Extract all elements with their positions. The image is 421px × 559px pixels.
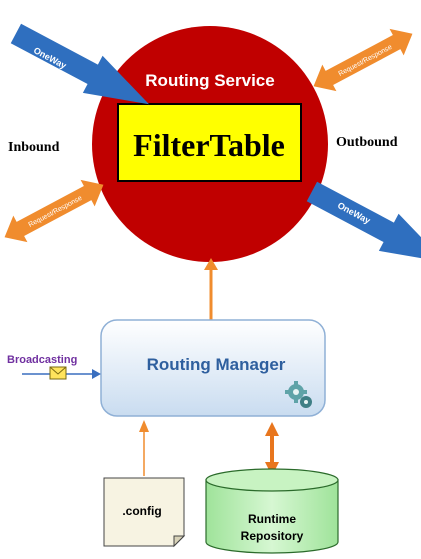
manager-repository-arrow [265,422,279,476]
request-response-inbound-arrow: Request/Response [4,179,104,243]
envelope-icon [49,366,67,380]
config-label: .config [122,504,161,518]
config-to-manager-arrow [139,420,149,476]
routing-manager-title: Routing Manager [147,355,286,374]
filter-table-box [117,103,302,182]
gears-icon [285,381,312,408]
repository-label-line2: Repository [241,529,304,543]
broadcasting-label: Broadcasting [7,354,77,366]
outbound-label: Outbound [336,135,398,150]
repository-label-line1: Runtime [248,512,296,526]
routing-manager-box [100,319,326,417]
request-response-outbound-arrow: Request/Response [313,28,413,92]
routing-service-title: Routing Service [145,71,274,90]
runtime-repository-cylinder: Runtime Repository [205,468,339,554]
config-document: .config [103,477,186,548]
inbound-label: Inbound [8,140,60,155]
manager-to-service-arrow [204,258,218,320]
filter-table-label: FilterTable [133,127,285,163]
oneway-outbound-arrow: OneWay [306,181,421,263]
